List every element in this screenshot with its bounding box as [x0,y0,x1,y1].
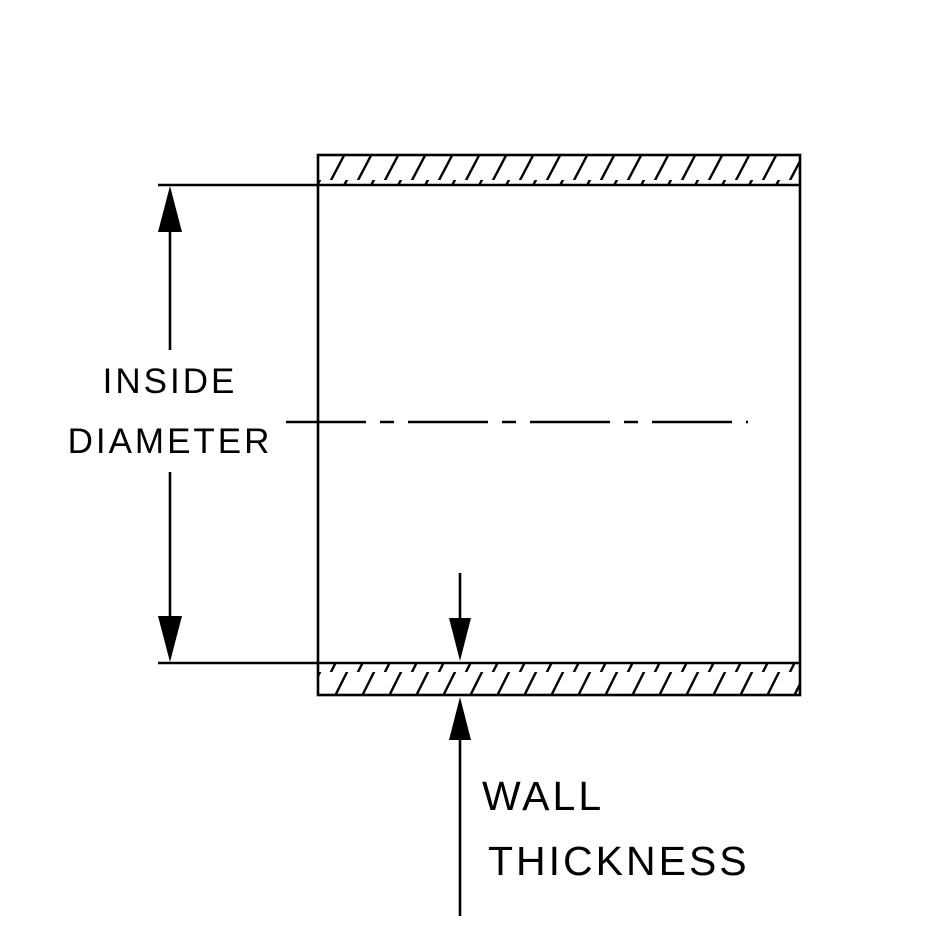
wall-thickness-label-line1: WALL [482,773,604,819]
tube-bottom-wall-hatch [318,663,800,695]
id-arrow-up-icon [158,186,182,232]
inside-diameter-label-line2: DIAMETER [68,422,273,461]
inside-diameter-label-line1: INSIDE [103,362,238,401]
id-arrow-down-icon [158,616,182,662]
wall-thickness-arrow-up-icon [449,697,471,740]
tube-body-outline [316,153,802,697]
wall-thickness-arrow-down-icon [449,618,471,661]
tube-top-wall-hatch [318,155,800,185]
wall-thickness-label-line2: THICKNESS [488,838,750,884]
